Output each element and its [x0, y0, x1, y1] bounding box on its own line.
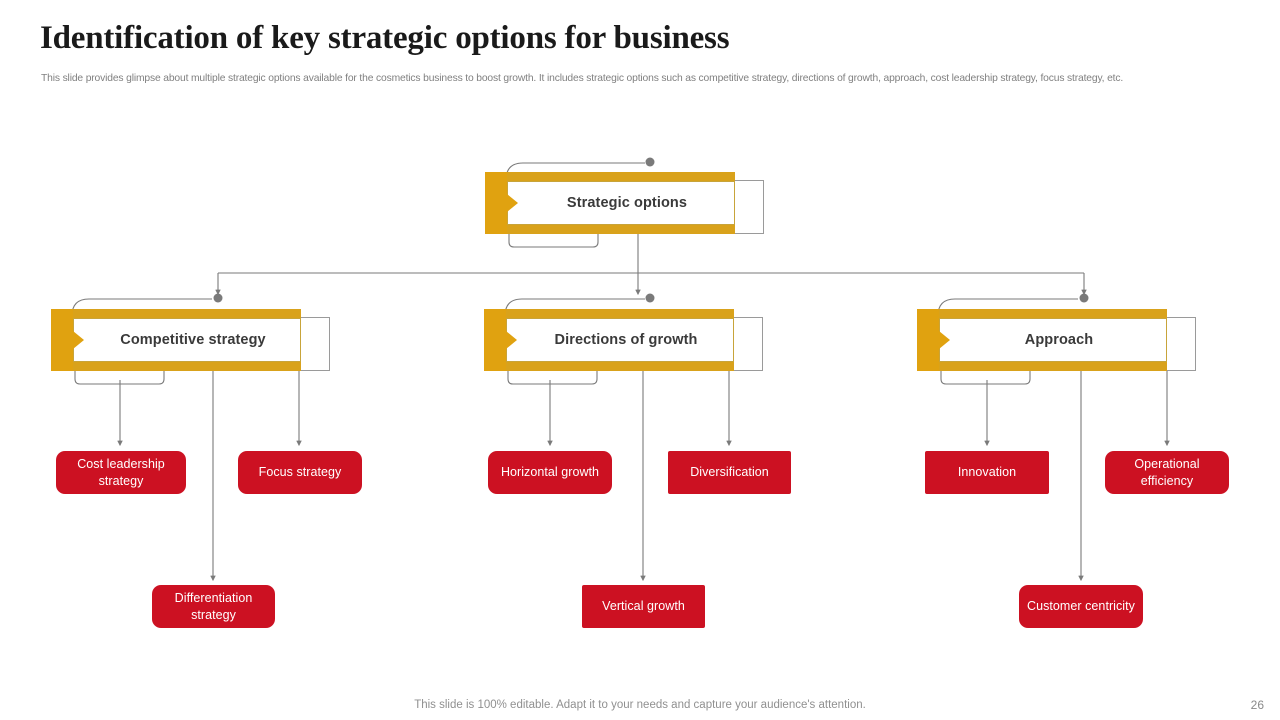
node-chevron-icon	[73, 331, 84, 349]
node-white-panel	[73, 318, 301, 362]
node-gold-bar-bottom	[507, 225, 735, 234]
node-gold-bar-top	[506, 309, 734, 318]
node-gold-bar-bottom	[939, 362, 1167, 371]
page-number: 26	[1250, 698, 1264, 712]
node-strategic-options[interactable]: Strategic options	[485, 170, 765, 234]
node-competitive-strategy[interactable]: Competitive strategy	[51, 307, 331, 371]
node-directions-of-growth[interactable]: Directions of growth	[484, 307, 764, 371]
node-label: Approach	[1024, 332, 1094, 348]
node-approach[interactable]: Approach	[917, 307, 1197, 371]
node-gold-bar-top	[73, 309, 301, 318]
leaf-innovation[interactable]: Innovation	[925, 451, 1049, 494]
page-subtitle: This slide provides glimpse about multip…	[41, 73, 1124, 84]
node-white-panel	[507, 181, 735, 225]
footer-note: This slide is 100% editable. Adapt it to…	[414, 699, 866, 711]
node-label: Strategic options	[566, 195, 688, 211]
node-chevron-icon	[939, 331, 950, 349]
leaf-cost-leadership-strategy[interactable]: Cost leadership strategy	[56, 451, 186, 494]
leaf-operational-efficiency[interactable]: Operational efficiency	[1105, 451, 1229, 494]
node-chevron-icon	[507, 194, 518, 212]
leaf-vertical-growth[interactable]: Vertical growth	[582, 585, 705, 628]
node-gold-bar-top	[939, 309, 1167, 318]
page-title: Identification of key strategic options …	[40, 20, 730, 56]
leaf-customer-centricity[interactable]: Customer centricity	[1019, 585, 1143, 628]
node-label: Directions of growth	[554, 332, 698, 348]
node-gold-bar-bottom	[506, 362, 734, 371]
leaf-diversification[interactable]: Diversification	[668, 451, 791, 494]
node-white-panel	[939, 318, 1167, 362]
node-chevron-icon	[506, 331, 517, 349]
node-label: Competitive strategy	[120, 332, 266, 348]
node-gold-bar-bottom	[73, 362, 301, 371]
leaf-focus-strategy[interactable]: Focus strategy	[238, 451, 362, 494]
node-white-panel	[506, 318, 734, 362]
leaf-differentiation-strategy[interactable]: Differentiation strategy	[152, 585, 275, 628]
node-gold-bar-top	[507, 172, 735, 181]
leaf-horizontal-growth[interactable]: Horizontal growth	[488, 451, 612, 494]
